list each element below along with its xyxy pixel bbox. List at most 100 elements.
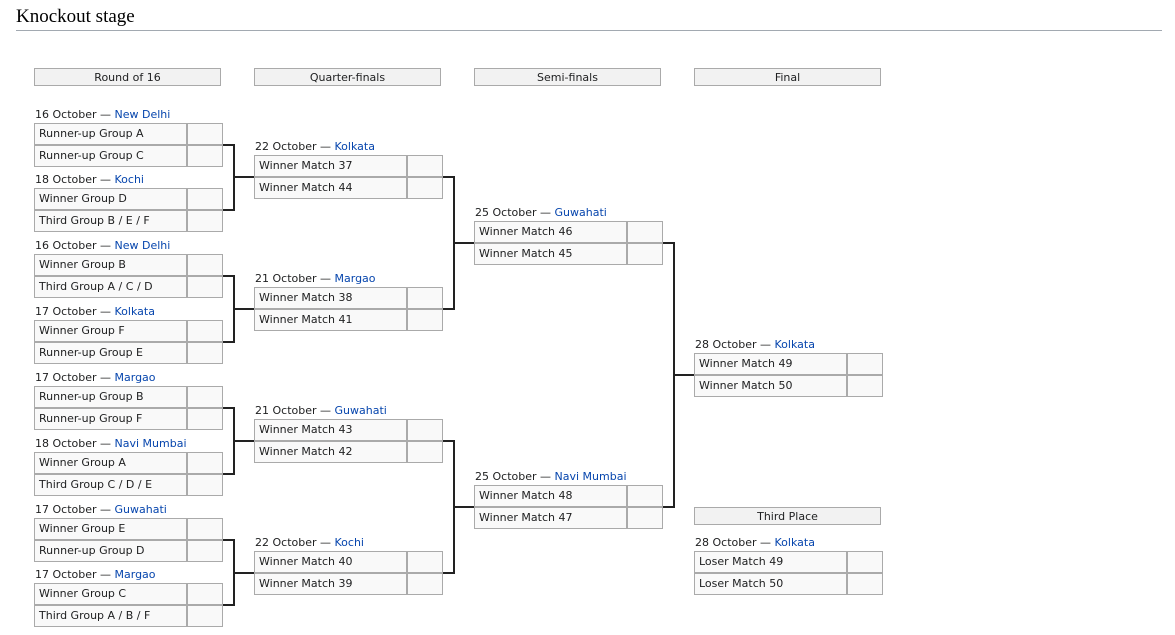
venue-link[interactable]: Kochi bbox=[334, 536, 364, 549]
team-cell: Winner Match 48 bbox=[474, 485, 627, 507]
round-header-semi-finals: Semi-finals bbox=[474, 68, 661, 86]
team-cell: Winner Match 46 bbox=[474, 221, 627, 243]
match-info-3: 16 October — New Delhi bbox=[35, 239, 170, 253]
bracket-connector-line bbox=[443, 308, 454, 310]
match-info-4: 17 October — Kolkata bbox=[35, 305, 155, 319]
venue-link[interactable]: Navi Mumbai bbox=[554, 470, 627, 483]
match-info-8: 17 October — Margao bbox=[35, 568, 156, 582]
team-cell: Runner-up Group C bbox=[34, 145, 187, 167]
team-cell: Runner-up Group D bbox=[34, 540, 187, 562]
match-separator: — bbox=[100, 305, 112, 318]
match-date: 25 October bbox=[475, 470, 537, 483]
match-separator: — bbox=[100, 437, 112, 450]
bracket-connector-line bbox=[454, 242, 474, 244]
bracket-connector-line bbox=[234, 308, 254, 310]
score-cell bbox=[187, 254, 223, 276]
bracket-connector-line bbox=[223, 473, 234, 475]
team-cell: Winner Match 44 bbox=[254, 177, 407, 199]
match-separator: — bbox=[760, 338, 772, 351]
venue-link[interactable]: Guwahati bbox=[114, 503, 167, 516]
bracket-connector-line bbox=[223, 604, 234, 606]
team-cell: Runner-up Group B bbox=[34, 386, 187, 408]
venue-link[interactable]: Navi Mumbai bbox=[114, 437, 187, 450]
team-cell: Third Group A / C / D bbox=[34, 276, 187, 298]
bracket-connector-line bbox=[223, 144, 234, 146]
match-info-12: 22 October — Kochi bbox=[255, 536, 364, 550]
match-info-11: 21 October — Guwahati bbox=[255, 404, 387, 418]
team-cell: Runner-up Group F bbox=[34, 408, 187, 430]
venue-link[interactable]: Kolkata bbox=[774, 536, 815, 549]
round-header-quarter-finals: Quarter-finals bbox=[254, 68, 441, 86]
score-cell bbox=[847, 551, 883, 573]
team-cell: Winner Group C bbox=[34, 583, 187, 605]
venue-link[interactable]: Margao bbox=[114, 568, 156, 581]
match-separator: — bbox=[320, 272, 332, 285]
match-separator: — bbox=[100, 108, 112, 121]
venue-link[interactable]: Guwahati bbox=[554, 206, 607, 219]
section-heading: Knockout stage bbox=[16, 6, 1162, 31]
match-date: 28 October bbox=[695, 338, 757, 351]
venue-link[interactable]: New Delhi bbox=[114, 239, 171, 252]
team-cell: Winner Match 43 bbox=[254, 419, 407, 441]
bracket-connector-line bbox=[663, 506, 674, 508]
venue-link[interactable]: Kochi bbox=[114, 173, 144, 186]
venue-link[interactable]: Guwahati bbox=[334, 404, 387, 417]
match-date: 21 October bbox=[255, 272, 317, 285]
score-cell bbox=[627, 243, 663, 265]
venue-link[interactable]: Kolkata bbox=[114, 305, 155, 318]
team-cell: Third Group A / B / F bbox=[34, 605, 187, 627]
match-date: 17 October bbox=[35, 503, 97, 516]
match-date: 16 October bbox=[35, 239, 97, 252]
bracket-connector-line bbox=[234, 176, 254, 178]
score-cell bbox=[407, 573, 443, 595]
match-date: 21 October bbox=[255, 404, 317, 417]
score-cell bbox=[407, 177, 443, 199]
match-separator: — bbox=[100, 371, 112, 384]
score-cell bbox=[187, 540, 223, 562]
match-info-13: 25 October — Guwahati bbox=[475, 206, 607, 220]
bracket-connector-line bbox=[223, 275, 234, 277]
score-cell bbox=[407, 419, 443, 441]
match-date: 16 October bbox=[35, 108, 97, 121]
match-info-16: 28 October — Kolkata bbox=[695, 536, 815, 550]
score-cell bbox=[847, 375, 883, 397]
bracket-connector-line bbox=[234, 440, 254, 442]
team-cell: Loser Match 50 bbox=[694, 573, 847, 595]
score-cell bbox=[187, 342, 223, 364]
score-cell bbox=[187, 320, 223, 342]
team-cell: Winner Match 47 bbox=[474, 507, 627, 529]
match-info-10: 21 October — Margao bbox=[255, 272, 376, 286]
bracket-connector-line bbox=[454, 506, 474, 508]
venue-link[interactable]: Kolkata bbox=[774, 338, 815, 351]
team-cell: Winner Group E bbox=[34, 518, 187, 540]
score-cell bbox=[187, 210, 223, 232]
score-cell bbox=[187, 474, 223, 496]
match-info-5: 17 October — Margao bbox=[35, 371, 156, 385]
round-header-round-of-16: Round of 16 bbox=[34, 68, 221, 86]
team-cell: Winner Group D bbox=[34, 188, 187, 210]
score-cell bbox=[847, 573, 883, 595]
team-cell: Winner Match 39 bbox=[254, 573, 407, 595]
score-cell bbox=[407, 287, 443, 309]
score-cell bbox=[187, 145, 223, 167]
team-cell: Winner Group A bbox=[34, 452, 187, 474]
team-cell: Winner Match 38 bbox=[254, 287, 407, 309]
match-separator: — bbox=[100, 239, 112, 252]
bracket-connector-line bbox=[223, 209, 234, 211]
score-cell bbox=[627, 485, 663, 507]
venue-link[interactable]: New Delhi bbox=[114, 108, 171, 121]
match-separator: — bbox=[760, 536, 772, 549]
venue-link[interactable]: Margao bbox=[114, 371, 156, 384]
match-info-15: 28 October — Kolkata bbox=[695, 338, 815, 352]
match-date: 17 October bbox=[35, 305, 97, 318]
match-date: 28 October bbox=[695, 536, 757, 549]
team-cell: Winner Match 42 bbox=[254, 441, 407, 463]
match-separator: — bbox=[100, 503, 112, 516]
bracket-connector-line bbox=[443, 572, 454, 574]
match-info-7: 17 October — Guwahati bbox=[35, 503, 167, 517]
match-info-6: 18 October — Navi Mumbai bbox=[35, 437, 187, 451]
venue-link[interactable]: Kolkata bbox=[334, 140, 375, 153]
venue-link[interactable]: Margao bbox=[334, 272, 376, 285]
bracket-connector-line bbox=[663, 242, 674, 244]
score-cell bbox=[407, 551, 443, 573]
